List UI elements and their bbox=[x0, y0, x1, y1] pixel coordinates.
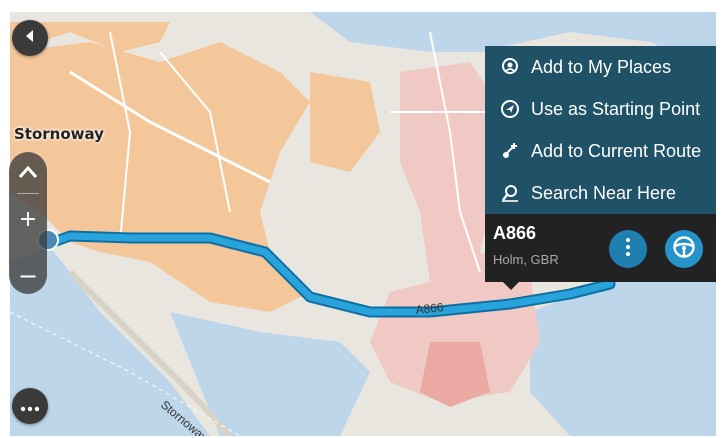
menu-item-add-to-current-route[interactable]: Add to Current Route bbox=[485, 130, 716, 172]
main-menu-button[interactable] bbox=[12, 388, 48, 424]
back-arrow-icon bbox=[22, 28, 38, 48]
menu-item-label: Add to Current Route bbox=[531, 140, 702, 161]
my-places-pin-icon bbox=[499, 56, 521, 78]
menu-item-label: Use as Starting Point bbox=[531, 98, 701, 119]
zoom-in-button[interactable]: + bbox=[18, 207, 38, 232]
chevron-up-icon bbox=[18, 164, 38, 183]
menu-item-label: Search Near Here bbox=[531, 182, 677, 203]
menu-item-add-to-my-places[interactable]: Add to My Places bbox=[485, 46, 716, 88]
location-subtitle: Holm, GBR bbox=[493, 252, 559, 267]
location-popup: Add to My Places Use as Starting Point A… bbox=[485, 46, 716, 290]
steering-wheel-icon bbox=[672, 235, 696, 263]
route-road-label: A866 bbox=[415, 300, 445, 317]
zoom-up-button[interactable] bbox=[9, 158, 47, 188]
menu-item-label: Add to My Places bbox=[531, 56, 672, 77]
zoom-control: + − bbox=[9, 152, 47, 294]
popup-menu: Add to My Places Use as Starting Point A… bbox=[485, 46, 716, 214]
starting-point-icon bbox=[499, 98, 521, 120]
menu-item-use-as-starting-point[interactable]: Use as Starting Point bbox=[485, 88, 716, 130]
location-card[interactable]: A866 Holm, GBR bbox=[485, 214, 716, 290]
place-label: Stornoway bbox=[14, 125, 104, 143]
vertical-dots-icon bbox=[625, 237, 631, 261]
search-near-icon bbox=[499, 182, 521, 204]
menu-item-search-near-here[interactable]: Search Near Here bbox=[485, 172, 716, 214]
drive-button[interactable] bbox=[665, 230, 703, 268]
add-to-route-icon bbox=[499, 140, 521, 162]
more-dots-icon bbox=[20, 397, 40, 416]
location-options-button[interactable] bbox=[609, 230, 647, 268]
zoom-divider bbox=[17, 193, 39, 194]
back-button[interactable] bbox=[12, 20, 48, 56]
popup-pointer bbox=[503, 282, 519, 290]
location-road-name: A866 bbox=[493, 223, 537, 243]
zoom-out-button[interactable]: − bbox=[17, 262, 39, 290]
